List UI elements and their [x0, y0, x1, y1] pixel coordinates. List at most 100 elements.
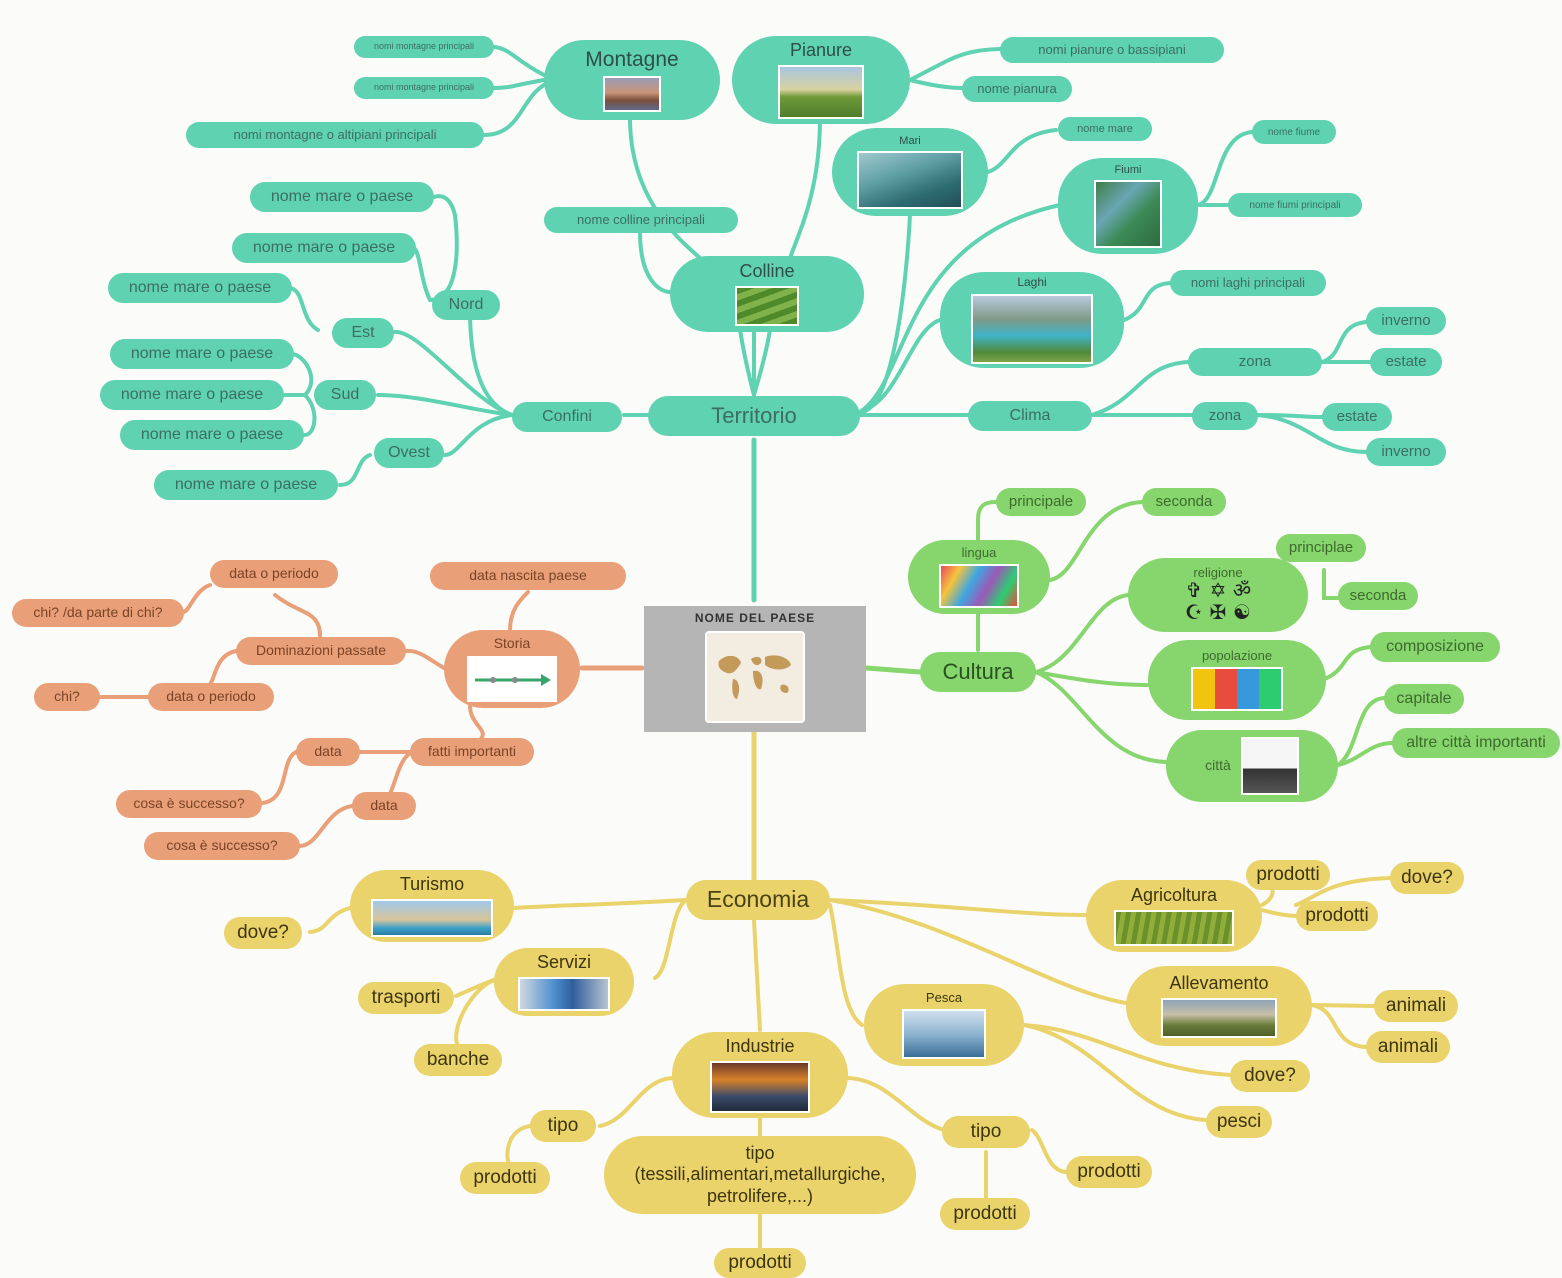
lingua-node[interactable]: lingua	[908, 540, 1050, 614]
industrie-tipo-right[interactable]: tipo	[942, 1116, 1030, 1148]
allevamento-label: Allevamento	[1169, 973, 1269, 994]
servizi-node[interactable]: Servizi	[494, 948, 634, 1016]
sud-node[interactable]: Sud	[314, 380, 376, 410]
montagne-child-3[interactable]: nomi montagne o altipiani principali	[186, 122, 484, 148]
cultura-node[interactable]: Cultura	[920, 652, 1036, 692]
fiumi-child-1[interactable]: nome fiume	[1252, 120, 1336, 144]
fatti-data-1[interactable]: data	[296, 738, 360, 766]
dominazioni-chi-2[interactable]: chi?	[34, 683, 100, 711]
religione-principale[interactable]: principlae	[1276, 534, 1366, 562]
dominazioni-data-1[interactable]: data o periodo	[210, 560, 338, 588]
dominazioni-node[interactable]: Dominazioni passate	[236, 637, 406, 665]
sud-child-1[interactable]: nome mare o paese	[110, 339, 294, 369]
fatti-cosa-1[interactable]: cosa è successo?	[116, 790, 262, 818]
citta-capitale[interactable]: capitale	[1384, 684, 1464, 714]
clima-zona-2[interactable]: zona	[1192, 402, 1258, 430]
industry-image	[710, 1060, 810, 1113]
industrie-node[interactable]: Industrie	[672, 1032, 848, 1118]
industrie-tipo-left[interactable]: tipo	[530, 1110, 596, 1142]
lingua-seconda[interactable]: seconda	[1142, 488, 1226, 516]
pesca-dove[interactable]: dove?	[1230, 1060, 1310, 1092]
nord-node[interactable]: Nord	[432, 290, 500, 320]
laghi-child-1[interactable]: nomi laghi principali	[1170, 270, 1326, 296]
industrie-tipo-left-prodotti[interactable]: prodotti	[460, 1162, 550, 1194]
allevamento-node[interactable]: Allevamento	[1126, 966, 1312, 1046]
fatti-node[interactable]: fatti importanti	[410, 738, 534, 766]
mountain-image	[603, 75, 661, 112]
om-icon: ॐ	[1232, 580, 1252, 603]
pianure-node[interactable]: Pianure	[732, 36, 910, 124]
fiumi-node[interactable]: Fiumi	[1058, 158, 1198, 254]
turismo-dove[interactable]: dove?	[224, 917, 302, 949]
economia-node[interactable]: Economia	[686, 880, 830, 920]
lingua-principale[interactable]: principale	[996, 488, 1086, 516]
religione-node[interactable]: religione ✞ ✡ ॐ ☪ ✠ ☯	[1128, 558, 1308, 632]
storia-data-nascita[interactable]: data nascita paese	[430, 562, 626, 590]
agricoltura-prodotti-1[interactable]: prodotti	[1246, 860, 1330, 890]
zona1-inverno[interactable]: inverno	[1366, 307, 1446, 335]
fiumi-child-2[interactable]: nome fiumi principali	[1228, 193, 1362, 217]
fatti-cosa-2[interactable]: cosa è successo?	[144, 832, 300, 860]
popolazione-label: popolazione	[1201, 647, 1273, 663]
montagne-child-2[interactable]: nomi montagne principali	[354, 77, 494, 99]
sud-child-3[interactable]: nome mare o paese	[120, 420, 304, 450]
turismo-node[interactable]: Turismo	[350, 870, 514, 942]
industrie-label: Industrie	[725, 1036, 795, 1057]
storia-node[interactable]: Storia	[444, 630, 580, 708]
citta-altre[interactable]: altre città importanti	[1392, 728, 1560, 758]
pianure-child-1[interactable]: nomi pianure o bassipiani	[1000, 37, 1224, 63]
agricoltura-node[interactable]: Agricoltura	[1086, 880, 1262, 952]
est-child-1[interactable]: nome mare o paese	[108, 273, 292, 303]
mari-child-1[interactable]: nome mare	[1058, 117, 1152, 141]
territorio-node[interactable]: Territorio	[648, 396, 860, 436]
industrie-tipo-center-prodotti[interactable]: prodotti	[714, 1248, 806, 1278]
allevamento-animali-2[interactable]: animali	[1366, 1031, 1450, 1063]
zona1-estate[interactable]: estate	[1370, 348, 1442, 376]
dominazioni-chi-1[interactable]: chi? /da parte di chi?	[12, 599, 184, 627]
agricoltura-prodotti-2[interactable]: prodotti	[1296, 901, 1378, 931]
industrie-tipo-center[interactable]: tipo (tessili,alimentari,metallurgiche, …	[604, 1136, 916, 1214]
ovest-node[interactable]: Ovest	[374, 438, 444, 468]
pesca-label: Pesca	[925, 989, 963, 1005]
popolazione-composizione[interactable]: composizione	[1370, 632, 1500, 662]
allevamento-animali-1[interactable]: animali	[1374, 990, 1458, 1022]
dominazioni-data-2[interactable]: data o periodo	[148, 683, 274, 711]
pesca-pesci[interactable]: pesci	[1206, 1106, 1272, 1138]
colline-node[interactable]: Colline	[670, 256, 864, 332]
nord-child-2[interactable]: nome mare o paese	[232, 233, 416, 263]
lingua-label: lingua	[961, 544, 997, 560]
pianure-child-2[interactable]: nome pianura	[962, 76, 1072, 102]
industrie-tipo-right-prodotti-1[interactable]: prodotti	[1066, 1156, 1152, 1188]
zona2-estate[interactable]: estate	[1322, 403, 1392, 431]
yin-yang-icon: ☯	[1233, 602, 1251, 625]
colline-child-1[interactable]: nome colline principali	[544, 207, 738, 233]
pesca-node[interactable]: Pesca	[864, 984, 1024, 1066]
servizi-trasporti[interactable]: trasporti	[358, 982, 454, 1014]
fatti-data-2[interactable]: data	[352, 792, 416, 820]
world-map-image	[705, 631, 805, 724]
clima-node[interactable]: Clima	[968, 401, 1092, 431]
agricoltura-dove[interactable]: dove?	[1390, 862, 1464, 894]
laghi-node[interactable]: Laghi	[940, 272, 1124, 368]
montagne-child-1[interactable]: nomi montagne principali	[354, 36, 494, 58]
tourism-image	[371, 898, 493, 937]
servizi-banche[interactable]: banche	[414, 1044, 502, 1076]
sud-child-2[interactable]: nome mare o paese	[100, 380, 284, 410]
religione-seconda[interactable]: seconda	[1338, 582, 1418, 610]
servizi-label: Servizi	[536, 952, 591, 973]
popolazione-node[interactable]: popolazione	[1148, 640, 1326, 720]
center-country-card[interactable]: NOME DEL PAESE	[644, 606, 866, 732]
confini-node[interactable]: Confini	[512, 402, 622, 432]
montagne-node[interactable]: Montagne	[544, 40, 720, 120]
ovest-child-1[interactable]: nome mare o paese	[154, 470, 338, 500]
mari-node[interactable]: Mari	[832, 128, 988, 216]
laghi-label: Laghi	[1017, 275, 1047, 290]
citta-node[interactable]: città	[1166, 730, 1338, 802]
est-node[interactable]: Est	[332, 318, 394, 348]
nord-child-1[interactable]: nome mare o paese	[250, 182, 434, 212]
industrie-tipo-right-prodotti-2[interactable]: prodotti	[940, 1198, 1030, 1230]
star-of-david-icon: ✡	[1209, 580, 1227, 603]
agricoltura-label: Agricoltura	[1130, 885, 1218, 906]
clima-zona-1[interactable]: zona	[1188, 348, 1322, 376]
zona2-inverno[interactable]: inverno	[1366, 438, 1446, 466]
